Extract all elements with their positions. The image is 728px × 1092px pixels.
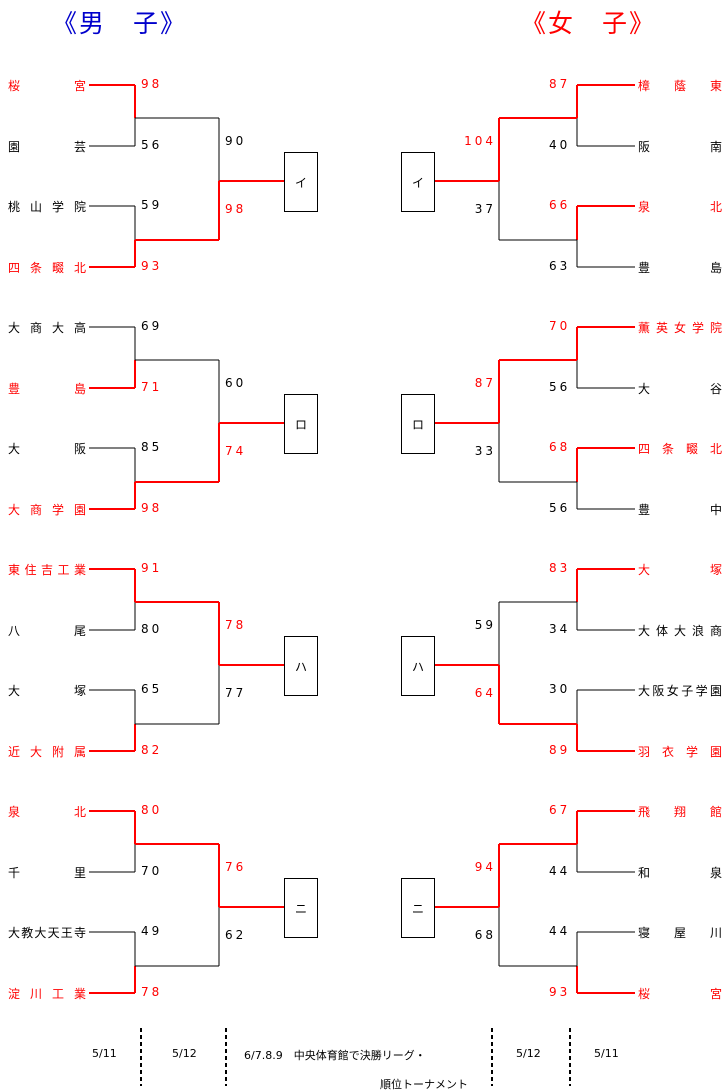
team-name: 豊 島 — [8, 382, 86, 396]
boys-title: 《男 子》 — [52, 9, 188, 38]
team-name: 近 大 附 属 — [8, 745, 86, 759]
final-score: 62 — [225, 928, 247, 942]
team-score: 56 — [549, 380, 571, 394]
final-score: 64 — [474, 686, 496, 700]
final-score: 59 — [474, 618, 496, 632]
final-score: 33 — [474, 444, 496, 458]
team-score: 70 — [141, 864, 163, 878]
team-score: 80 — [141, 622, 163, 636]
final-score: 98 — [225, 202, 247, 216]
team-name: 豊 中 — [638, 503, 722, 517]
team-name: 大 商 学 園 — [8, 503, 86, 517]
footer-date-4: 5/11 — [594, 1047, 619, 1060]
team-score: 98 — [141, 77, 163, 91]
team-score: 44 — [549, 864, 571, 878]
team-score: 66 — [549, 198, 571, 212]
team-name: 大 塚 — [638, 563, 722, 577]
team-name: 八 尾 — [8, 624, 86, 638]
final-score: 90 — [225, 134, 247, 148]
team-score: 59 — [141, 198, 163, 212]
team-name: 大阪女子学園 — [638, 684, 722, 698]
team-name: 寝 屋 川 — [638, 926, 722, 940]
team-name: 淀 川 工 業 — [8, 987, 86, 1001]
final-score: 68 — [474, 928, 496, 942]
group-box: ニ — [401, 878, 435, 938]
team-name: 園 芸 — [8, 140, 86, 154]
group-box: イ — [401, 152, 435, 212]
final-score: 60 — [225, 376, 247, 390]
team-score: 98 — [141, 501, 163, 515]
group-box: ハ — [401, 636, 435, 696]
team-score: 44 — [549, 924, 571, 938]
team-score: 93 — [141, 259, 163, 273]
group-box: ロ — [401, 394, 435, 454]
team-score: 70 — [549, 319, 571, 333]
final-score: 87 — [474, 376, 496, 390]
team-name: 四 条 畷 北 — [8, 261, 86, 275]
team-score: 71 — [141, 380, 163, 394]
team-name: 薫英女学院 — [638, 321, 722, 335]
team-score: 93 — [549, 985, 571, 999]
final-score: 104 — [464, 134, 496, 148]
team-score: 87 — [549, 77, 571, 91]
final-score: 74 — [225, 444, 247, 458]
team-score: 82 — [141, 743, 163, 757]
group-box: ニ — [284, 878, 318, 938]
team-name: 大 塚 — [8, 684, 86, 698]
team-name: 桜 宮 — [8, 79, 86, 93]
footer-date-1: 5/11 — [92, 1047, 117, 1060]
team-score: 34 — [549, 622, 571, 636]
team-name: 大 商 大 高 — [8, 321, 86, 335]
team-score: 89 — [549, 743, 571, 757]
team-score: 83 — [549, 561, 571, 575]
team-score: 30 — [549, 682, 571, 696]
team-name: 飛 翔 館 — [638, 805, 722, 819]
team-score: 67 — [549, 803, 571, 817]
team-score: 56 — [549, 501, 571, 515]
team-score: 80 — [141, 803, 163, 817]
team-name: 東住吉工業 — [8, 563, 86, 577]
final-score: 78 — [225, 618, 247, 632]
group-box: ハ — [284, 636, 318, 696]
final-score: 94 — [474, 860, 496, 874]
team-name: 桃 山 学 院 — [8, 200, 86, 214]
final-score: 37 — [474, 202, 496, 216]
team-name: 豊 島 — [638, 261, 722, 275]
team-name: 桜 宮 — [638, 987, 722, 1001]
team-name: 阪 南 — [638, 140, 722, 154]
footer-center-line2: 順位トーナメント — [380, 1078, 468, 1091]
team-score: 40 — [549, 138, 571, 152]
footer-date-2: 5/12 — [172, 1047, 197, 1060]
team-score: 68 — [549, 440, 571, 454]
final-score: 76 — [225, 860, 247, 874]
team-name: 大 阪 — [8, 442, 86, 456]
team-name: 羽 衣 学 園 — [638, 745, 722, 759]
team-name: 樟 蔭 東 — [638, 79, 722, 93]
team-name: 大教大天王寺 — [8, 926, 86, 940]
team-score: 63 — [549, 259, 571, 273]
team-score: 49 — [141, 924, 163, 938]
footer-date-3: 5/12 — [516, 1047, 541, 1060]
group-box: イ — [284, 152, 318, 212]
girls-title: 《女 子》 — [521, 9, 657, 38]
team-name: 大体大浪商 — [638, 624, 722, 638]
team-score: 78 — [141, 985, 163, 999]
team-score: 85 — [141, 440, 163, 454]
team-name: 大 谷 — [638, 382, 722, 396]
team-score: 91 — [141, 561, 163, 575]
final-score: 77 — [225, 686, 247, 700]
team-score: 65 — [141, 682, 163, 696]
team-name: 和 泉 — [638, 866, 722, 880]
group-box: ロ — [284, 394, 318, 454]
team-score: 56 — [141, 138, 163, 152]
team-name: 泉 北 — [8, 805, 86, 819]
team-name: 千 里 — [8, 866, 86, 880]
team-name: 泉 北 — [638, 200, 722, 214]
team-name: 四 条 畷 北 — [638, 442, 722, 456]
footer-center-line1: 6/7.8.9 中央体育館で決勝リーグ・ — [244, 1049, 426, 1062]
team-score: 69 — [141, 319, 163, 333]
